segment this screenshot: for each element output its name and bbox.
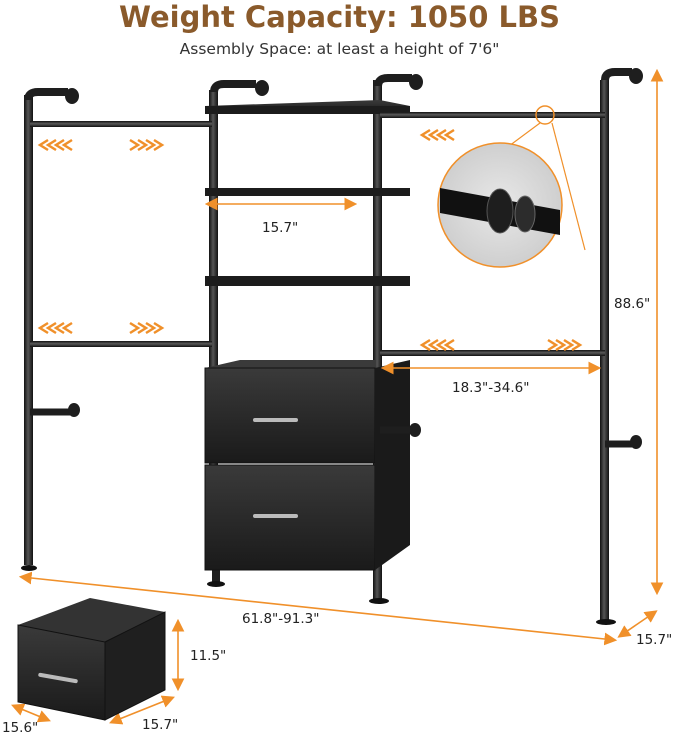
rod-length-label: 18.3"-34.6" — [452, 380, 530, 396]
drawer-height-label: 11.5" — [190, 648, 227, 664]
total-width-label: 61.8"-91.3" — [242, 611, 320, 627]
left-frame — [21, 80, 269, 587]
fabric-drawer — [17, 598, 166, 721]
page-subtitle: Assembly Space: at least a height of 7'6… — [179, 40, 500, 58]
drawer-depth-label: 15.7" — [142, 717, 179, 733]
adjust-arrows — [37, 128, 583, 352]
depth-label: 15.7" — [636, 632, 673, 648]
shelf-width-label: 15.7" — [262, 220, 299, 236]
center-tower — [204, 74, 423, 604]
height-label: 88.6" — [614, 296, 651, 312]
page-title: Weight Capacity: 1050 LBS — [119, 0, 560, 34]
rod-joint-zoom — [437, 105, 586, 268]
drawer-width-label: 15.6" — [2, 720, 39, 736]
dimension-lines — [11, 68, 664, 725]
